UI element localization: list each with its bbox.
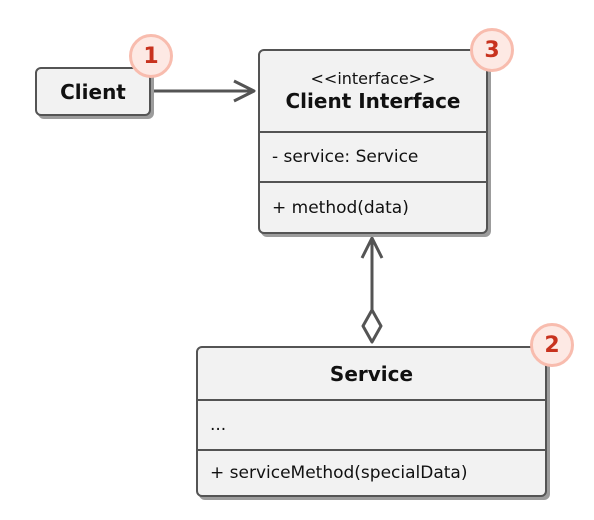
- client-interface-name: Client Interface: [285, 88, 461, 113]
- service-class-name: Service: [329, 361, 414, 386]
- interface-stereotype: <<interface>>: [310, 68, 436, 88]
- badge-client: 1: [129, 34, 173, 78]
- service-class[interactable]: Service ... + serviceMethod(specialData): [196, 346, 547, 497]
- service-to-interface-aggregation: [360, 236, 384, 344]
- open-arrowhead-icon: [360, 236, 384, 259]
- client-interface-class[interactable]: <<interface>> Client Interface - service…: [258, 49, 488, 234]
- client-interface-header: <<interface>> Client Interface: [260, 51, 486, 133]
- client-class-name: Client: [60, 79, 126, 104]
- client-to-interface-arrow: [151, 79, 256, 103]
- service-methods: + serviceMethod(specialData): [198, 451, 545, 495]
- open-arrowhead-icon: [233, 79, 256, 103]
- badge-client-interface: 3: [470, 28, 514, 72]
- client-interface-methods: + method(data): [260, 183, 486, 232]
- method-operation: + method(data): [272, 197, 409, 218]
- client-interface-fields: - service: Service: [260, 133, 486, 183]
- badge-service: 2: [530, 323, 574, 367]
- service-method-operation: + serviceMethod(specialData): [210, 463, 468, 483]
- service-field: - service: Service: [272, 147, 419, 167]
- aggregation-diamond-icon: [361, 308, 383, 344]
- service-fields: ...: [198, 401, 545, 451]
- service-header: Service: [198, 348, 545, 401]
- service-field-ellipsis: ...: [210, 415, 227, 435]
- client-class[interactable]: Client: [35, 67, 151, 116]
